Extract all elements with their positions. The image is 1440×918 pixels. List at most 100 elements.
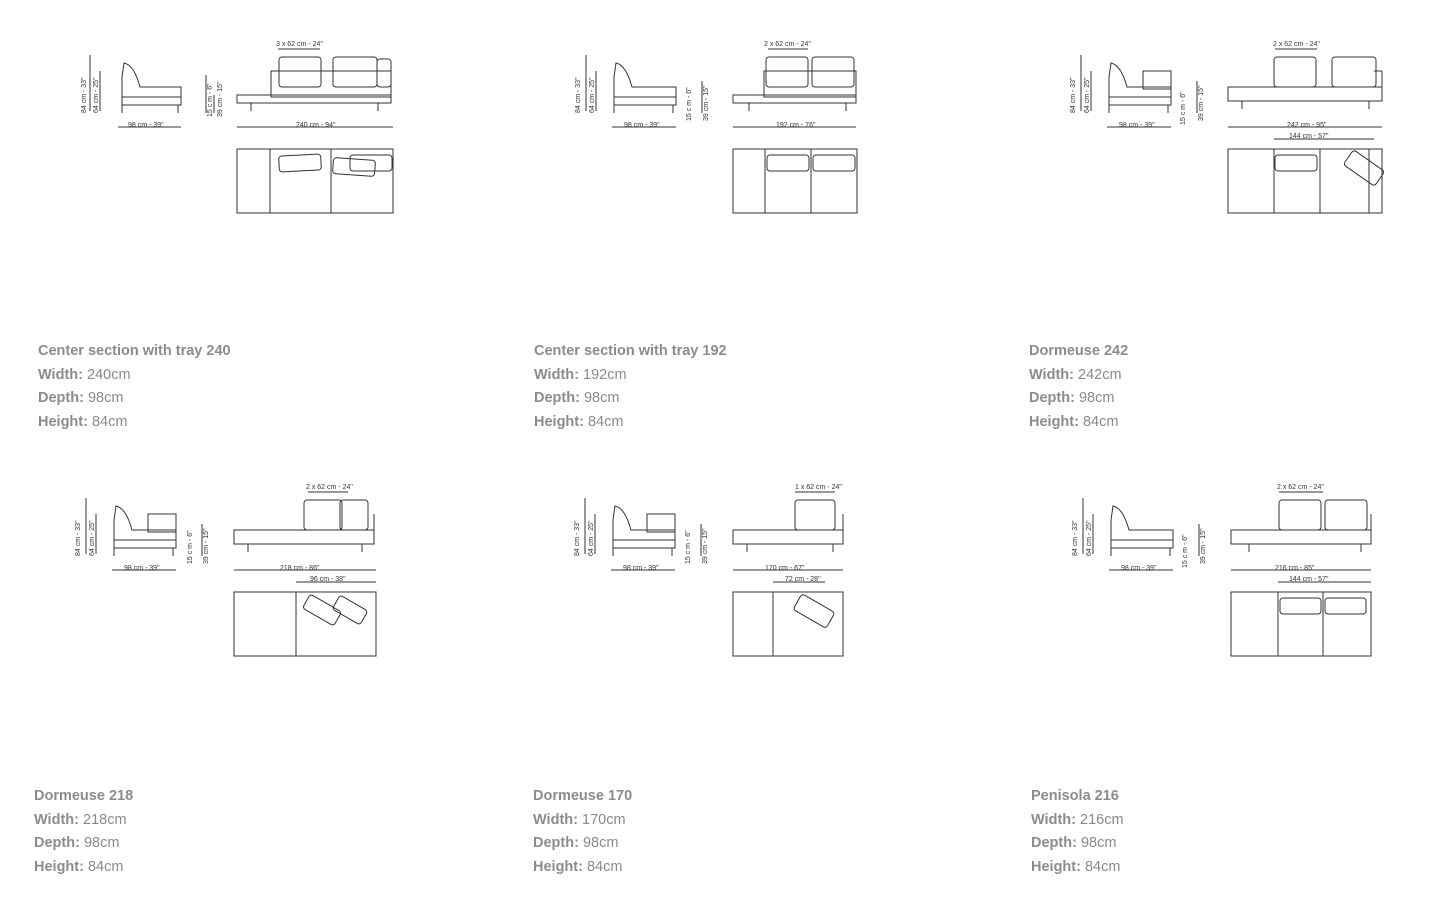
dim-leg-height: 15 c m - 6" <box>1182 534 1189 568</box>
depth-label: Depth: <box>1029 390 1075 406</box>
width-value: 240cm <box>87 366 131 383</box>
dim-side-height-seat: 64 cm - 25" <box>1084 77 1091 113</box>
height-value: 84cm <box>87 858 124 875</box>
dim-leg-height: 15 c m - 6" <box>686 87 693 121</box>
depth-value: 98cm <box>1080 835 1117 851</box>
dim-leg-height: 15 c m - 6" <box>685 530 692 564</box>
front-back <box>270 70 392 98</box>
depth-label: Depth: <box>1031 835 1077 851</box>
sofa-drawing-svg: 84 cm - 33" 64 cm - 25" 98 cm - 39" 15 c… <box>81 41 394 214</box>
sofa-drawing-svg: 84 cm - 33" 64 cm - 25" 98 cm - 39" 15 c… <box>1070 41 1385 214</box>
width-row: Width: 240cm <box>38 364 231 388</box>
depth-value: 98cm <box>83 835 120 851</box>
dim-side-height-seat: 64 cm - 25" <box>93 77 100 113</box>
depth-row: Depth: 98cm <box>38 387 231 411</box>
dim-cushions: 2 x 62 cm - 24" <box>1273 41 1320 48</box>
technical-drawing: 84 cm - 33" 64 cm - 25" 98 cm - 39" 15 c… <box>34 478 414 663</box>
sofa-drawing-svg: 84 cm - 33" 64 cm - 25" 98 cm - 39" 15 c… <box>1072 484 1372 657</box>
front-seat <box>732 529 844 545</box>
dim-front-width: 240 cm - 94" <box>296 122 336 129</box>
dim-side-height-seat: 64 cm - 25" <box>89 520 96 556</box>
depth-row: Depth: 98cm <box>534 387 727 411</box>
product-card-dormeuse-170: 84 cm - 33" 64 cm - 25" 98 cm - 39" 15 c… <box>533 478 993 918</box>
product-title: Penisola 216 <box>1031 788 1119 804</box>
dim-side-height-total: 84 cm - 33" <box>575 77 582 113</box>
height-label: Height: <box>1029 413 1079 430</box>
front-cushion <box>332 56 378 88</box>
width-label: Width: <box>1031 811 1076 828</box>
dim-front-width: 216 cm - 85" <box>1275 565 1315 572</box>
depth-label: Depth: <box>34 835 80 851</box>
product-title: Center section with tray 192 <box>534 343 727 359</box>
depth-value: 98cm <box>87 390 124 406</box>
height-row: Height: 84cm <box>1029 411 1128 435</box>
top-plan <box>732 148 858 214</box>
width-row: Width: 218cm <box>34 809 133 833</box>
width-label: Width: <box>34 811 79 828</box>
product-title: Center section with tray 240 <box>38 343 231 359</box>
depth-label: Depth: <box>533 835 579 851</box>
dim-front-width: 242 cm - 95" <box>1287 122 1327 129</box>
height-label: Height: <box>534 413 584 430</box>
top-plan <box>236 148 394 214</box>
side-profile <box>1108 62 1172 106</box>
depth-value: 98cm <box>583 390 620 406</box>
width-value: 192cm <box>583 366 627 383</box>
dim-side-height-seat: 64 cm - 25" <box>1086 520 1093 556</box>
depth-value: 98cm <box>582 835 619 851</box>
side-profile <box>121 62 182 106</box>
product-card-center-tray-240: 84 cm - 33" 64 cm - 25" 98 cm - 39" 15 c… <box>38 35 498 475</box>
dim-side-depth: 98 cm - 39" <box>1121 565 1157 572</box>
dim-side-depth: 98 cm - 39" <box>124 565 160 572</box>
front-seat <box>233 529 375 545</box>
dim-front-width: 170 cm - 67" <box>765 565 805 572</box>
width-row: Width: 242cm <box>1029 364 1128 388</box>
dim-top-width: 96 cm - 38" <box>310 576 346 583</box>
dim-side-depth: 98 cm - 39" <box>623 565 659 572</box>
width-row: Width: 170cm <box>533 809 632 833</box>
dim-leg-height: 15 c m - 6" <box>187 530 194 564</box>
dim-side-depth: 98 cm - 39" <box>128 122 164 129</box>
dim-seat-height: 39 cm - 15" <box>702 528 709 564</box>
height-value: 84cm <box>586 858 623 875</box>
dim-front-width: 218 cm - 86" <box>280 565 320 572</box>
dim-leg-height: 15 c m - 6" <box>207 83 214 117</box>
height-value: 84cm <box>91 413 128 430</box>
front-seat <box>1227 86 1383 102</box>
dim-leg-height: 15 c m - 6" <box>1180 91 1187 125</box>
dim-cushions: 1 x 62 cm - 24" <box>795 484 842 491</box>
width-label: Width: <box>1029 366 1074 383</box>
height-value: 84cm <box>587 413 624 430</box>
front-seat <box>1230 529 1372 545</box>
width-value: 218cm <box>83 811 127 828</box>
sofa-drawing-svg: 84 cm - 33" 64 cm - 25" 98 cm - 39" 15 c… <box>574 484 844 657</box>
front-back <box>763 70 857 98</box>
width-label: Width: <box>534 366 579 383</box>
technical-drawing: 84 cm - 33" 64 cm - 25" 98 cm - 39" 15 c… <box>533 478 913 663</box>
width-value: 216cm <box>1080 811 1124 828</box>
depth-row: Depth: 98cm <box>34 832 133 856</box>
product-info: Penisola 216 Width: 216cm Depth: 98cm He… <box>1031 785 1124 879</box>
product-info: Dormeuse 218 Width: 218cm Depth: 98cm He… <box>34 785 133 879</box>
dim-side-height-total: 84 cm - 33" <box>574 520 581 556</box>
dim-top-width: 72 cm - 28" <box>785 576 821 583</box>
sofa-drawing-svg: 84 cm - 33" 64 cm - 25" 98 cm - 39" 15 c… <box>575 41 858 214</box>
dim-side-height-seat: 64 cm - 25" <box>588 520 595 556</box>
product-card-dormeuse-242: 84 cm - 33" 64 cm - 25" 98 cm - 39" 15 c… <box>1029 35 1440 475</box>
top-plan <box>233 591 377 657</box>
width-value: 242cm <box>1078 366 1122 383</box>
depth-row: Depth: 98cm <box>1029 387 1128 411</box>
depth-value: 98cm <box>1078 390 1115 406</box>
dim-side-depth: 98 cm - 39" <box>624 122 660 129</box>
dim-side-height-total: 84 cm - 33" <box>81 77 88 113</box>
height-label: Height: <box>1031 858 1081 875</box>
width-label: Width: <box>38 366 83 383</box>
front-seat <box>236 94 392 104</box>
front-cushion <box>376 58 392 88</box>
dim-cushions: 2 x 62 cm - 24" <box>306 484 353 491</box>
product-title: Dormeuse 170 <box>533 788 633 804</box>
dim-seat-height: 39 cm - 15" <box>203 528 210 564</box>
width-label: Width: <box>533 811 578 828</box>
dim-top-width: 144 cm - 57" <box>1289 133 1329 140</box>
depth-row: Depth: 98cm <box>533 832 632 856</box>
